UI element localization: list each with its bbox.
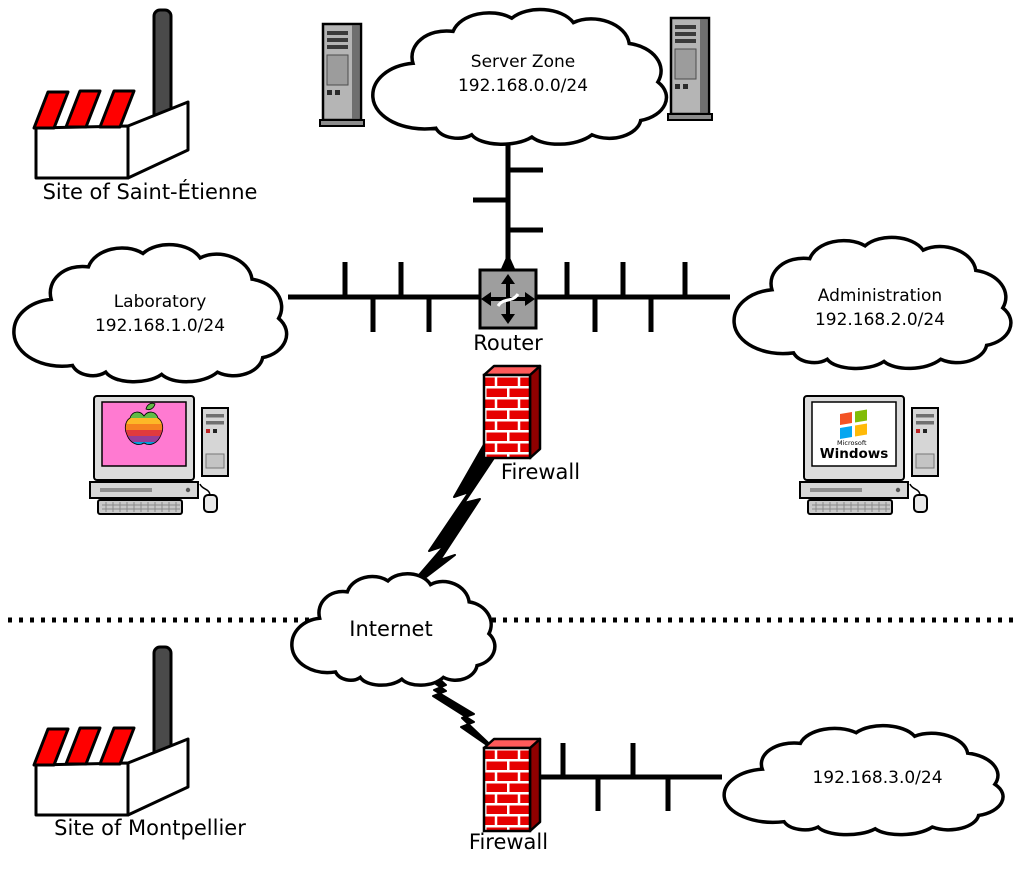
administration-name: Administration — [817, 286, 943, 306]
windows-logo-icon — [840, 409, 867, 439]
site-montpellier-label: Site of Montpellier — [54, 816, 246, 840]
firewall-icon-branch — [482, 737, 542, 833]
lightning-bolt-main — [399, 440, 503, 598]
ethernet-bus-server-zone — [473, 140, 543, 270]
branch-lan-subnet: 192.168.3.0/24 — [812, 768, 943, 788]
firewall-icon-main — [482, 364, 542, 460]
laboratory-labels: Laboratory 192.168.1.0/24 — [30, 290, 290, 338]
windows-workstation-icon: Microsoft Windows — [799, 395, 939, 515]
windows-screen — [811, 401, 897, 467]
up-arrowhead — [500, 253, 516, 271]
server-tower-icon-left — [318, 22, 366, 128]
administration-subnet: 192.168.2.0/24 — [814, 310, 946, 330]
server-zone-subnet: 192.168.0.0/24 — [457, 76, 589, 96]
windows-brand-text: Windows — [820, 446, 889, 462]
server-tower-icon-right — [666, 16, 714, 122]
windows-brand-small-text: Microsoft — [837, 439, 867, 447]
server-zone-name: Server Zone — [470, 52, 576, 72]
administration-labels: Administration 192.168.2.0/24 — [750, 284, 1010, 332]
laboratory-name: Laboratory — [113, 292, 207, 312]
factory-icon-saint-etienne — [32, 8, 190, 180]
internet-label: Internet — [349, 617, 433, 641]
firewall-main-label: Firewall — [500, 460, 581, 484]
laboratory-subnet: 192.168.1.0/24 — [94, 316, 226, 336]
site-saint-etienne-label: Site of Saint-Étienne — [42, 180, 258, 204]
firewall-branch-label: Firewall — [468, 830, 549, 854]
factory-icon-montpellier — [32, 645, 190, 817]
router-curve — [496, 293, 520, 307]
router-icon — [478, 253, 538, 330]
router-label: Router — [473, 331, 543, 355]
ethernet-bus-branch — [530, 743, 722, 811]
mac-workstation-icon — [89, 395, 229, 515]
server-zone-labels: Server Zone 192.168.0.0/24 — [373, 50, 673, 98]
